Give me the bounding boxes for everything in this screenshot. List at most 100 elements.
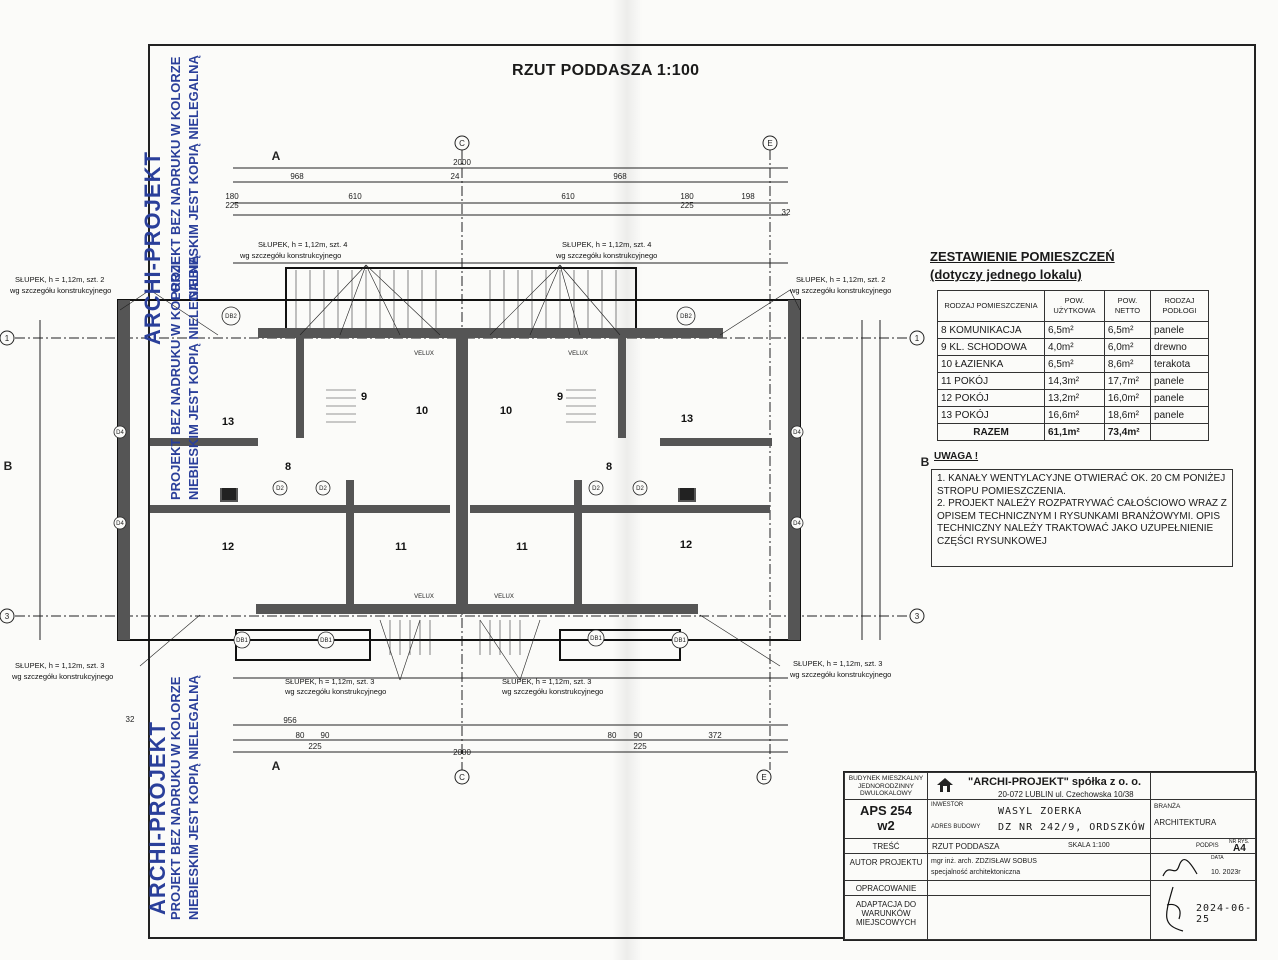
table-row: 13 POKÓJ 16,6m² 18,6m² panele: [937, 406, 1209, 424]
opracowanie-label: OPRACOWANIE: [844, 880, 928, 896]
table-total-row: RAZEM 61,1m² 73,4m²: [937, 423, 1209, 441]
total-usable: 61,1m²: [1044, 423, 1105, 441]
total-net: 73,4m²: [1103, 423, 1152, 441]
row-num: 13: [941, 409, 953, 421]
row-usable: 14,3m²: [1044, 372, 1105, 390]
handwritten-date: 2024-06-25: [1196, 903, 1253, 925]
slupek-top-right-line2: wg szczegółu konstrukcyjnego: [555, 251, 657, 260]
row-floor: panele: [1150, 406, 1209, 424]
row-name: ŁAZIENKA: [954, 358, 1004, 370]
table-row: 8 KOMUNIKACJA 6,5m² 6,5m² panele: [937, 321, 1209, 339]
slupek-top-left-line1: SŁUPEK, h = 1,12m, szt. 4: [258, 240, 347, 249]
room-12-left: 12: [222, 541, 234, 553]
title-block: BUDYNEK MIESZKALNY JEDNORODZINNY DWULOKA…: [843, 771, 1257, 941]
door-d2-b: D2: [319, 486, 327, 492]
branch-cell-top: [1150, 772, 1256, 800]
door-d2-d: D2: [636, 486, 644, 492]
room-12-right: 12: [680, 539, 692, 551]
row-net: 18,6m²: [1103, 406, 1152, 424]
notes-title: UWAGA !: [934, 451, 979, 462]
slupek-left-line1: SŁUPEK, h = 1,12m, szt. 2: [15, 275, 104, 284]
dim-bottom-e: 80: [608, 731, 617, 740]
velux-d: VELUX: [494, 594, 514, 600]
company-cell: "ARCHI-PROJEKT" spółka z o. o. 20-072 LU…: [927, 772, 1151, 800]
date-label: DATA: [1211, 855, 1224, 861]
rooms-table: RODZAJ POMIESZCZENIA POW. UŻYTKOWA POW. …: [937, 290, 1209, 441]
room-8-left: 8: [285, 461, 291, 473]
room-9-right: 9: [557, 391, 563, 403]
row-num: 8: [941, 324, 947, 336]
axis-label-1-left: 1: [5, 334, 10, 343]
dim-bottom-c: 90: [321, 731, 330, 740]
window-db1-b: DB1: [320, 638, 332, 644]
velux-b: VELUX: [568, 351, 588, 357]
row-net: 17,7m²: [1103, 372, 1152, 390]
content-label: TREŚĆ: [844, 838, 928, 854]
section-b-right: B: [921, 455, 930, 469]
room-9-left: 9: [361, 391, 367, 403]
site-value: DZ NR 242/9, ORDSZKÓW: [998, 822, 1146, 833]
date-value: 10. 2023r: [1211, 869, 1241, 876]
dim-top-a: 180: [225, 192, 239, 201]
velux-a: VELUX: [414, 351, 434, 357]
header-usable: POW. UŻYTKOWA: [1044, 290, 1105, 322]
window-d4-b: D4: [116, 521, 124, 527]
dim-top-mid: 24: [451, 172, 460, 181]
stamp-line2-mid: NIEBIESKIM JEST KOPIĄ NIELEGALNĄ: [186, 55, 201, 300]
row-name: KL. SCHODOWA: [949, 341, 1027, 353]
project-code-cell: APS 254 w2: [844, 799, 928, 839]
row-name: POKÓJ: [954, 409, 989, 421]
axis-label-1-right: 1: [915, 334, 920, 343]
signature-icon: [1162, 858, 1198, 877]
door-d2-c: D2: [592, 486, 600, 492]
paper-fold: [612, 0, 642, 960]
investor-cell: INWESTOR WASYL ZOERKA ADRES BUDOWY DZ NR…: [927, 799, 1151, 839]
branch-label: BRANŻA: [1154, 803, 1181, 810]
table-row: 11 POKÓJ 14,3m² 17,7m² panele: [937, 372, 1209, 390]
company-address: 20-072 LUBLIN ul. Czechowska 10/38: [998, 790, 1134, 799]
dim-bottom-g: 225: [633, 742, 647, 751]
slupek-bottom-right-line1: SŁUPEK, h = 1,12m, szt. 3: [793, 659, 882, 668]
author-cell: mgr inż. arch. ZDZISŁAW SOBUS specjalnoś…: [927, 853, 1151, 881]
row-floor: panele: [1150, 389, 1209, 407]
content-cell: RZUT PODDASZA SKALA 1:100: [927, 838, 1151, 854]
investor-label: INWESTOR: [931, 802, 964, 808]
dim-bottom-i: 32: [126, 715, 135, 724]
row-floor: panele: [1150, 372, 1209, 390]
table-row: 10 ŁAZIENKA 6,5m² 8,6m² terakota: [937, 355, 1209, 373]
axis-label-c-top: C: [459, 139, 465, 148]
opracowanie-cell: [927, 880, 1151, 896]
dim-top-total: 2000: [453, 158, 471, 167]
row-usable: 16,6m²: [1044, 406, 1105, 424]
window-db1-a: DB1: [236, 638, 248, 644]
slupek-top-left-line2: wg szczegółu konstrukcyjnego: [239, 251, 341, 260]
slupek-bottom-right-line2: wg szczegółu konstrukcyjnego: [789, 670, 891, 679]
row-net: 16,0m²: [1103, 389, 1152, 407]
dim-bottom-a: 956: [283, 716, 297, 725]
adaptacja-cell: [927, 895, 1151, 940]
investor-value: WASYL ZOERKA: [998, 806, 1083, 817]
scale-value: SKALA 1:100: [1068, 842, 1110, 849]
row-name: KOMUNIKACJA: [949, 324, 1022, 336]
dim-top-f: 225: [680, 201, 694, 210]
table-row: 9 KL. SCHODOWA 4,0m² 6,0m² drewno: [937, 338, 1209, 356]
rooms-table-title-line2: (dotyczy jednego lokalu): [930, 267, 1082, 282]
slupek-left-line2: wg szczegółu konstrukcyjnego: [9, 286, 111, 295]
drawing-title: RZUT PODDASZA 1:100: [512, 62, 700, 79]
branch-cell: BRANŻA ARCHITEKTURA: [1150, 799, 1256, 839]
row-floor: drewno: [1150, 338, 1209, 356]
header-net: POW. NETTO: [1103, 290, 1152, 322]
slupek-right-line1: SŁUPEK, h = 1,12m, szt. 2: [796, 275, 885, 284]
slupek-bottom-mid-line2: wg szczegółu konstrukcyjnego: [284, 687, 386, 696]
note-item: 2. PROJEKT NALEŻY ROZPATRYWAĆ CAŁOŚCIOWO…: [937, 498, 1227, 547]
dim-bottom-f: 90: [634, 731, 643, 740]
room-10-right: 10: [500, 405, 512, 417]
rooms-table-title-line1: ZESTAWIENIE POMIESZCZEŃ: [930, 249, 1115, 264]
note-item: 1. KANAŁY WENTYLACYJNE OTWIERAĆ OK. 20 C…: [937, 473, 1226, 497]
row-net: 6,5m²: [1103, 321, 1152, 339]
slupek-bottom-mid2-line1: SŁUPEK, h = 1,12m, szt. 3: [502, 677, 591, 686]
handwritten-date-cell: 2024-06-25: [1150, 880, 1256, 940]
axis-label-e-bottom: E: [761, 773, 766, 782]
room-11-right: 11: [516, 541, 528, 553]
signature-mark-icon: [1166, 886, 1184, 932]
